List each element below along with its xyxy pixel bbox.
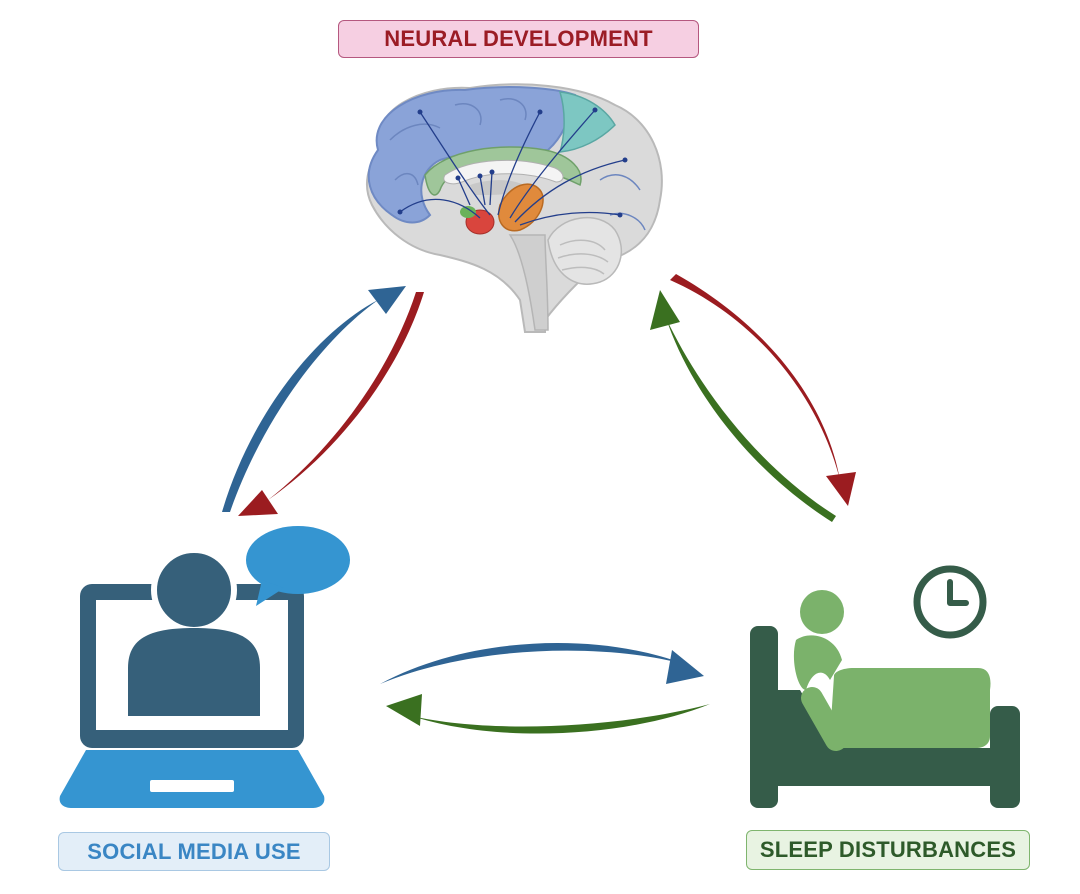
sleep-disturbances-label: SLEEP DISTURBANCES	[746, 830, 1030, 870]
clock-icon	[913, 565, 987, 639]
neural-development-label: NEURAL DEVELOPMENT	[338, 20, 699, 58]
arrow-neural-to-social	[238, 292, 424, 516]
social-media-use-label: SOCIAL MEDIA USE	[58, 832, 330, 871]
arrow-social-to-neural	[222, 286, 406, 512]
person-icon	[128, 547, 260, 716]
touchpad-icon	[150, 780, 234, 792]
sleeper-icon	[793, 590, 991, 751]
arrow-sleep-to-social	[386, 694, 710, 734]
arrow-social-to-sleep	[380, 643, 704, 684]
brain-illustration	[365, 83, 663, 333]
laptop-person-chat-icon	[59, 526, 350, 808]
arrow-neural-to-sleep	[670, 274, 856, 506]
speech-bubble-icon	[246, 526, 350, 606]
bed-person-clock-icon	[750, 565, 1020, 808]
arrow-sleep-to-neural	[650, 290, 836, 522]
